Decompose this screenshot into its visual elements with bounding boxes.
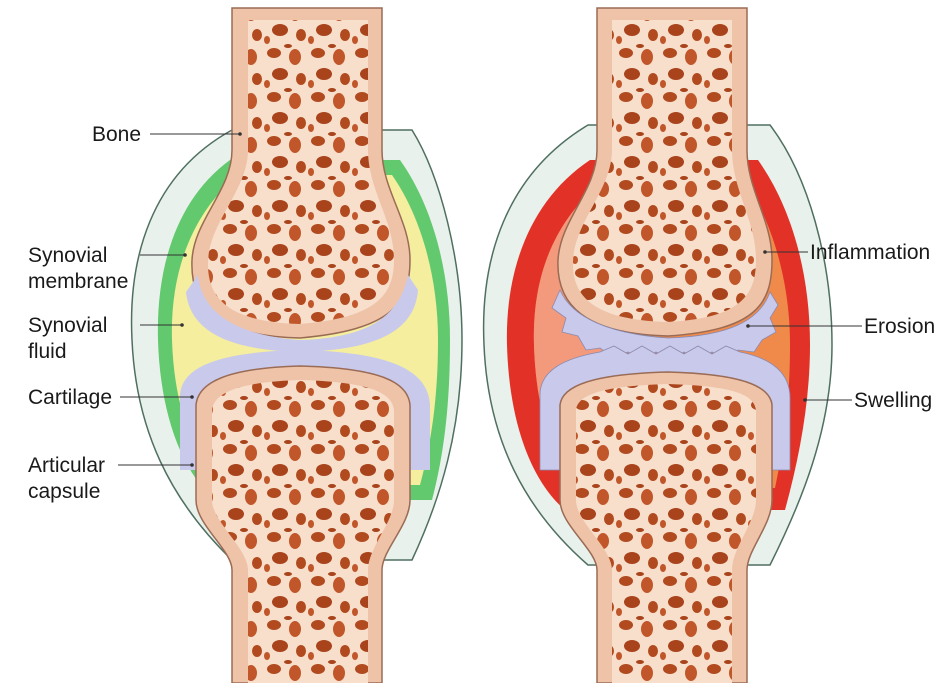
label-synovial-membrane-line1: Synovial — [28, 244, 107, 267]
label-articular-capsule-line1: Articular — [28, 454, 105, 477]
label-synovial-fluid-line1: Synovial — [28, 314, 107, 337]
label-swelling: Swelling — [854, 389, 932, 412]
healthy-joint — [132, 8, 462, 683]
label-erosion: Erosion — [864, 315, 935, 338]
label-inflammation: Inflammation — [810, 241, 930, 264]
label-synovial-membrane-line2: membrane — [28, 270, 128, 293]
label-cartilage: Cartilage — [28, 386, 112, 409]
label-articular-capsule-line2: capsule — [28, 480, 100, 503]
label-bone: Bone — [92, 123, 141, 146]
label-synovial-fluid-line2: fluid — [28, 340, 67, 363]
arthritic-joint — [484, 8, 832, 683]
